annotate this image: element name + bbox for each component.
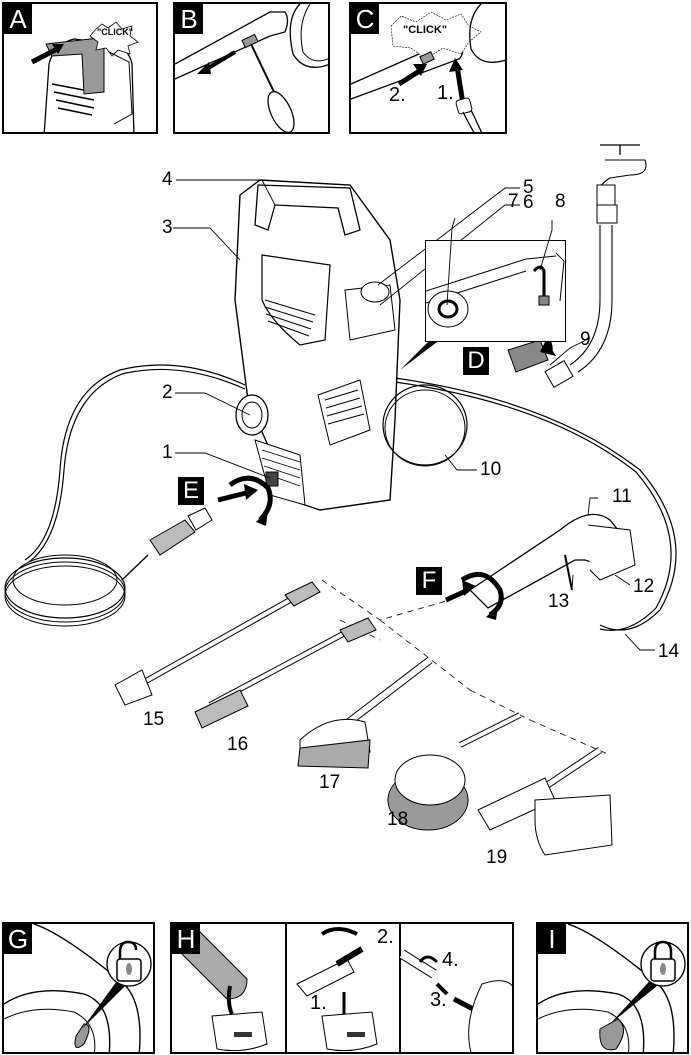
callout-4: 4 xyxy=(162,170,173,190)
callout-19: 19 xyxy=(486,848,507,868)
panel-h: H 2. 1. 4. 3. xyxy=(170,922,514,1054)
callout-14: 14 xyxy=(658,642,679,662)
step-f-badge: F xyxy=(416,567,442,595)
step-2-label: 2. xyxy=(389,84,406,107)
step-1-label: 1. xyxy=(437,82,454,105)
callout-16: 16 xyxy=(227,735,248,755)
panel-a-badge: A xyxy=(4,4,32,34)
callout-7: 7 xyxy=(508,192,519,212)
locked-padlock-icon xyxy=(641,942,685,986)
callout-3: 3 xyxy=(162,218,173,238)
step-3-label: 3. xyxy=(430,989,447,1012)
click-caption: "CLICK" xyxy=(97,27,133,37)
panel-c-badge: C xyxy=(351,4,379,34)
panel-h-badge: H xyxy=(172,924,200,954)
callout-18: 18 xyxy=(387,810,408,830)
panel-i-badge: I xyxy=(538,924,566,954)
step-1-label: 1. xyxy=(310,992,327,1015)
callout-17: 17 xyxy=(319,773,340,793)
unlocked-padlock-icon xyxy=(107,942,151,986)
callout-12: 12 xyxy=(633,577,654,597)
callout-2: 2 xyxy=(162,383,173,403)
panel-g-badge: G xyxy=(4,924,32,954)
callout-15: 15 xyxy=(143,710,164,730)
callout-11: 11 xyxy=(612,487,632,507)
panel-g: G xyxy=(2,922,155,1054)
step-2-label: 2. xyxy=(377,926,394,949)
detergent-fill-illustration xyxy=(172,924,514,1054)
callout-13: 13 xyxy=(548,592,569,612)
panel-i: I xyxy=(536,922,689,1054)
panel-b-badge: B xyxy=(175,4,203,34)
callout-1: 1 xyxy=(162,443,173,463)
click-caption: "CLICK" xyxy=(403,24,447,36)
step-d-badge: D xyxy=(463,347,489,375)
callout-10: 10 xyxy=(480,460,501,480)
step-e-badge: E xyxy=(178,477,204,505)
step-4-label: 4. xyxy=(442,949,459,972)
callout-8: 8 xyxy=(555,192,566,212)
callout-6: 6 xyxy=(523,193,534,213)
callout-9: 9 xyxy=(580,330,591,350)
